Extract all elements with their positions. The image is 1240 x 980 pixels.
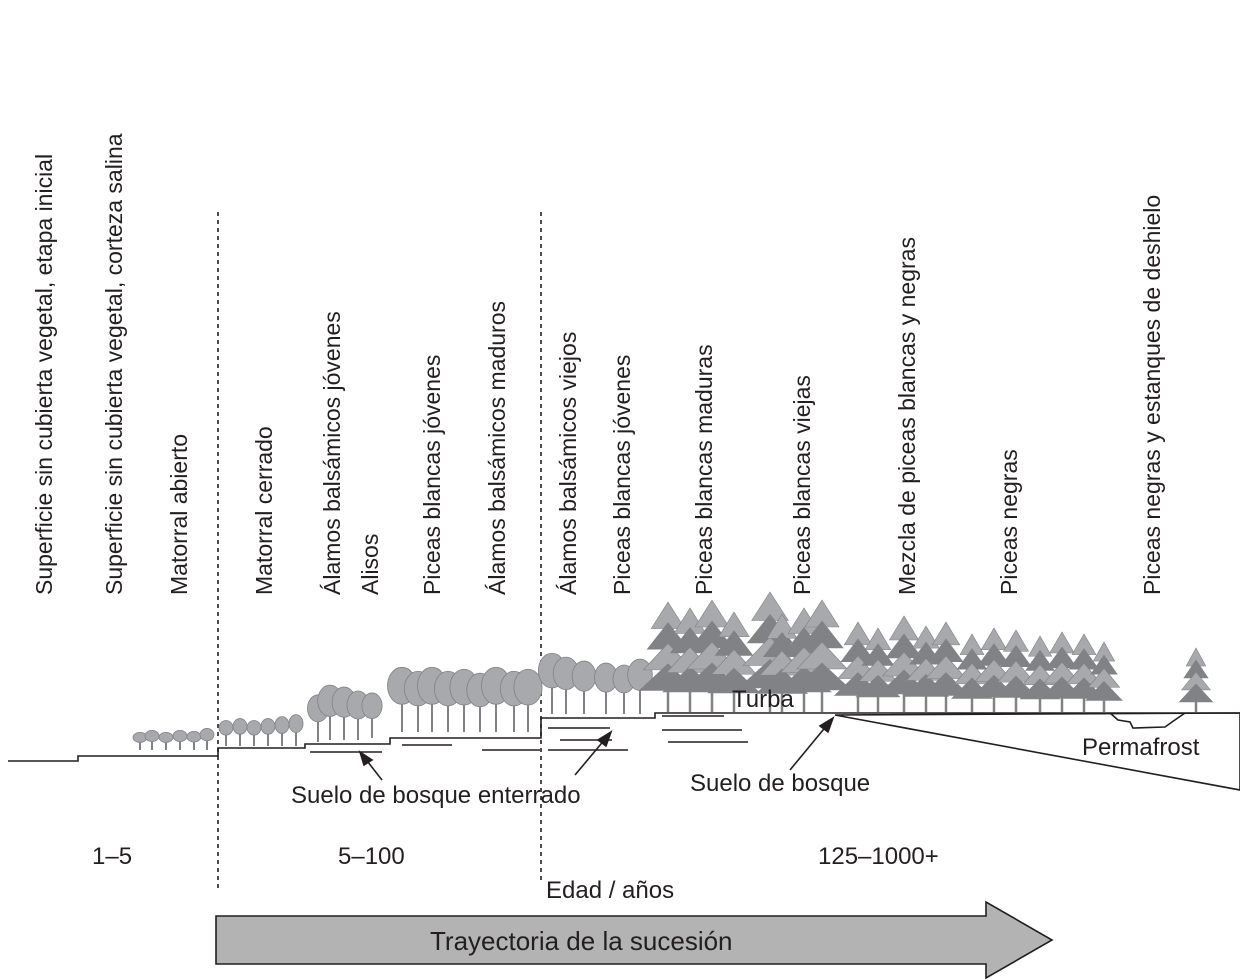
forest-soil-label: Suelo de bosque [690,770,870,797]
deciduous-tree [260,718,276,746]
ground-surface [8,712,1240,762]
spruce-tree [707,611,761,712]
permafrost-wedge [834,712,1240,791]
stage-label: Matorral abierto [166,434,192,595]
stage-labels: Superficie sin cubierta vegetal, etapa i… [31,133,1165,595]
spruce-tree [921,621,971,712]
stage-label: Piceas negras y estanques de deshielo [1139,195,1165,595]
deciduous-tree [274,716,290,746]
buried-soil-arrowhead-2 [596,730,613,748]
stage-label: Álamos balsámicos maduros [484,301,510,595]
stage-label: Mezcla de piceas blancas y negras [894,237,920,595]
stage-label: Piceas negras [996,449,1022,595]
deciduous-tree [571,660,597,714]
pointer-arrows [358,716,835,781]
trajectory-label: Trayectoria de la sucesión [430,926,733,956]
turba-label: Turba [732,686,794,713]
stage-label: Matorral cerrado [251,426,277,595]
deciduous-tree [246,720,262,746]
spruce-tree [1178,647,1214,712]
age-range-early: 1–5 [92,843,132,870]
deciduous-tree [158,731,174,750]
age-range-middle: 5–100 [338,843,405,870]
buried-soil-label: Suelo de bosque enterrado [291,782,581,809]
deciduous-tree [218,720,234,746]
forest-soil-pointer [789,723,829,771]
forest-soil-arrowhead [818,716,835,734]
deciduous-tree [132,731,148,750]
stage-label: Alisos [357,534,383,595]
vegetation [132,591,1214,750]
deciduous-tree [232,718,248,746]
permafrost-label: Permafrost [1082,734,1200,761]
spruce-trees [638,591,1214,712]
stage-label: Superficie sin cubierta vegetal, corteza… [101,133,127,595]
deciduous-tree [288,714,304,746]
deciduous-trees [132,652,653,750]
stage-label: Álamos balsámicos jóvenes [319,311,345,595]
spruce-tree [792,599,852,712]
stage-label: Piceas blancas jóvenes [419,355,445,595]
deciduous-tree [594,662,618,714]
age-axis-label: Edad / años [546,877,674,904]
stage-label: Álamos balsámicos viejos [555,332,581,595]
trajectory-arrow [215,900,1054,980]
deciduous-tree [144,730,160,750]
deciduous-tree [186,730,202,750]
stage-label: Piceas blancas maduras [691,344,717,595]
buried-soil-arrowhead [358,750,374,767]
age-range-late: 125–1000+ [818,843,939,870]
stage-label: Piceas blancas jóvenes [609,355,635,595]
stage-label: Superficie sin cubierta vegetal, etapa i… [31,154,57,595]
ground-profile [8,712,1240,791]
deciduous-tree [361,692,383,738]
deciduous-tree [513,668,543,732]
spruce-tree [1085,641,1123,712]
phase-dividers [217,212,542,890]
buried-soil-pointer-2 [574,737,607,776]
deciduous-tree [172,730,188,750]
thaw-pond [1109,712,1186,729]
stage-label: Piceas blancas viejas [789,375,815,595]
deciduous-tree [199,728,215,750]
